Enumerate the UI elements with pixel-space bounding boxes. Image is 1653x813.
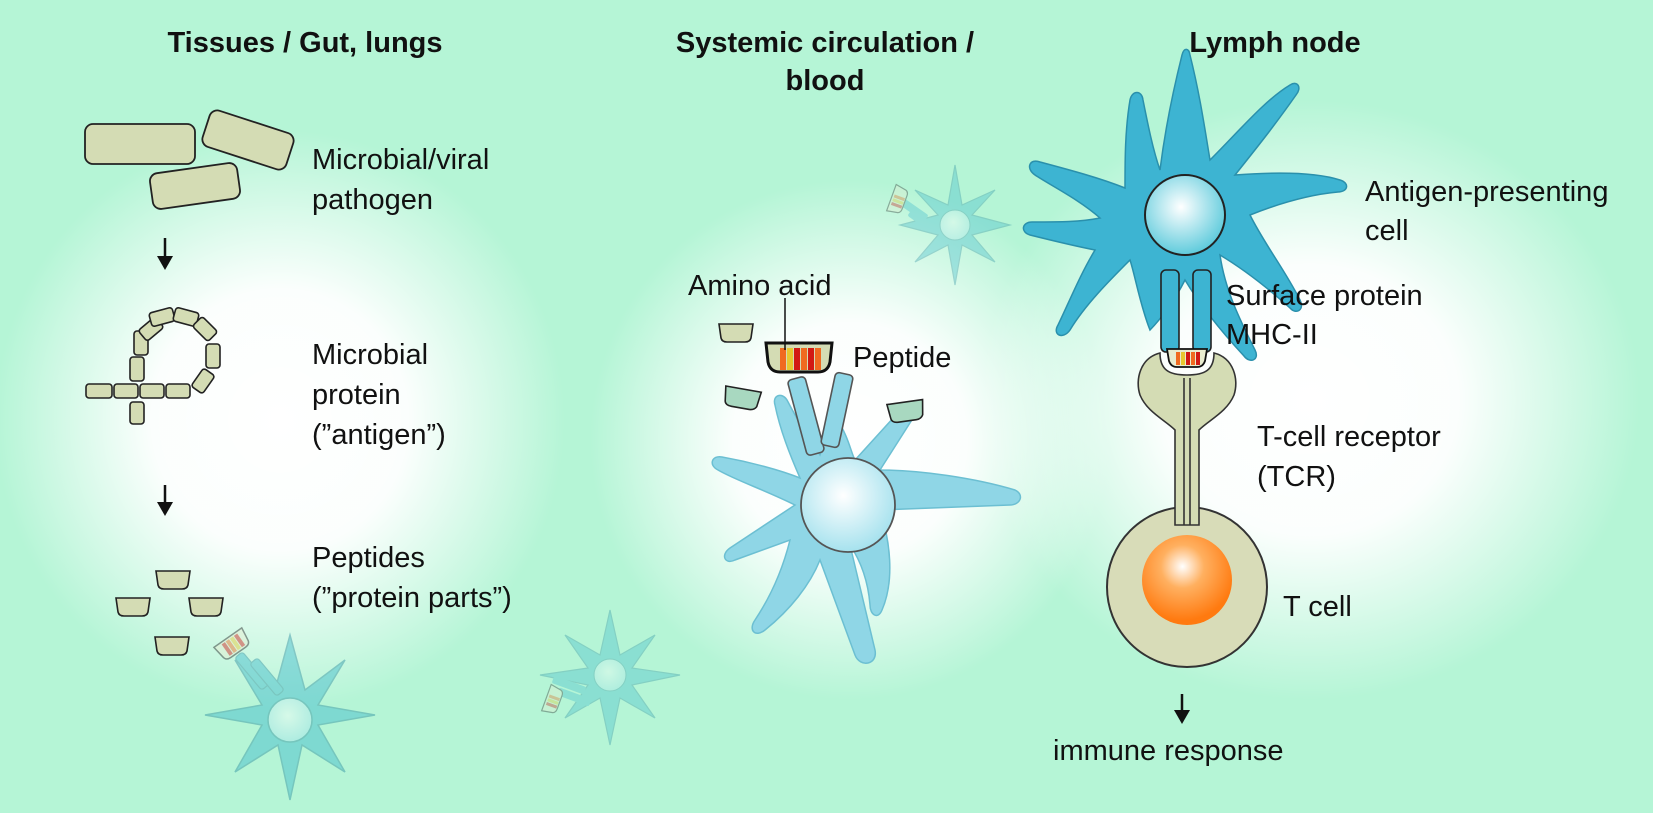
peptide-fragment-icon xyxy=(1165,348,1209,368)
label-tcr-line1: T-cell receptor xyxy=(1257,421,1441,453)
background-glow-center xyxy=(590,180,1110,700)
label-pathogen-line2: pathogen xyxy=(312,184,433,216)
dendritic-cell-icon xyxy=(1022,48,1348,361)
column-title-blood-line1: Systemic circulation / xyxy=(675,27,975,59)
peptide-fragment-icon xyxy=(718,323,924,424)
down-arrow-icon xyxy=(1174,694,1190,724)
t-cell-icon xyxy=(1106,506,1268,668)
column-title-lymph: Lymph node xyxy=(1189,27,1361,59)
dendritic-cell-icon xyxy=(711,394,1022,664)
label-protein-line2: protein xyxy=(312,379,401,411)
mhc-receptor-icon xyxy=(787,371,854,456)
label-mhc-line1: Surface protein xyxy=(1226,280,1423,312)
dendritic-cell-icon xyxy=(885,164,1013,286)
tcr-receptor-icon xyxy=(1137,351,1237,526)
column-title-tissues: Tissues / Gut, lungs xyxy=(167,27,443,59)
peptide-fragment-icon xyxy=(764,341,834,374)
label-protein-line1: Microbial xyxy=(312,339,429,371)
mhc-receptor-icon xyxy=(1160,269,1212,353)
dendritic-cell-icon xyxy=(539,609,681,746)
label-mhc-line2: MHC-II xyxy=(1226,319,1318,351)
label-peptide: Peptide xyxy=(853,342,952,374)
label-protein-line3: (”antigen”) xyxy=(312,419,446,451)
label-peptides-line1: Peptides xyxy=(312,542,425,574)
label-peptides-line2: (”protein parts”) xyxy=(312,582,512,614)
label-immune-response: immune response xyxy=(1053,735,1284,767)
column-title-blood-line2: blood xyxy=(785,65,865,97)
bacteria-icon xyxy=(84,109,295,210)
label-amino-acid: Amino acid xyxy=(688,270,832,302)
dendritic-cell-icon xyxy=(204,626,376,801)
label-apc-line2: cell xyxy=(1365,215,1409,247)
label-apc-line1: Antigen-presenting xyxy=(1365,176,1609,208)
label-t-cell: T cell xyxy=(1283,591,1352,623)
protein-chain-icon xyxy=(85,307,221,425)
down-arrow-icon xyxy=(157,485,173,516)
label-tcr-line2: (TCR) xyxy=(1257,461,1336,493)
background-glow-left xyxy=(0,130,565,710)
down-arrow-icon xyxy=(157,238,173,270)
label-pathogen-line1: Microbial/viral xyxy=(312,144,490,176)
